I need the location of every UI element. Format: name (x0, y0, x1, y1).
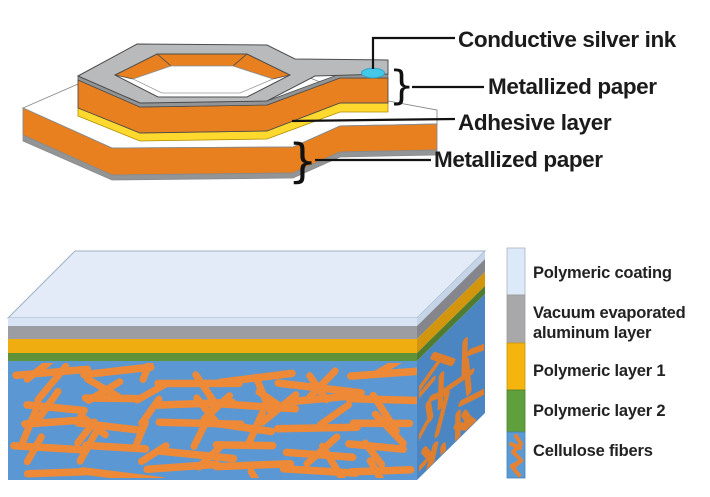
cellulose-fiber (440, 442, 447, 469)
cellulose-fiber (78, 467, 165, 478)
resonator-layers-diagram: } } Conductive silver ink Metallized pap… (21, 27, 677, 188)
label-metallized-paper-top: Metallized paper (488, 74, 657, 99)
ring-hole-floor-outline (131, 65, 275, 94)
cellulose-fiber (288, 392, 351, 406)
legend-label-polymeric-1: Polymeric layer 1 (533, 362, 665, 380)
cellulose-fiber (244, 409, 266, 449)
cellulose-fiber (419, 357, 442, 402)
cellulose-fiber (85, 378, 124, 404)
legend-label-vacuum-evaporated-line2: aluminum layer (533, 324, 652, 342)
cellulose-fiber (273, 423, 361, 433)
side-layer-polymeric-1 (417, 272, 485, 353)
front-layer-polymeric-2 (8, 353, 417, 361)
cellulose-fiber (279, 465, 360, 477)
cellulose-fiber (23, 467, 90, 478)
cellulose-fiber (33, 387, 62, 425)
legend-swatch-aluminum (506, 294, 526, 344)
cellulose-fiber (138, 442, 170, 465)
cellulose-fiber (371, 410, 407, 447)
cellulose-fiber (421, 446, 434, 463)
cellulose-fiber (131, 418, 149, 451)
side-layer-polymeric-2 (417, 286, 485, 361)
cellulose-fiber (303, 433, 341, 468)
cellulose-fiber (347, 367, 417, 380)
legend-label-vacuum-evaporated-line1: Vacuum evaporated (533, 304, 686, 322)
cellulose-fiber (190, 406, 216, 450)
cellulose-fiber (366, 457, 385, 478)
ring-inner-wall-back (155, 53, 249, 67)
cellulose-fiber (319, 442, 346, 478)
cellulose-fiber (23, 363, 54, 383)
side-layer-polymeric-coating (417, 251, 485, 326)
front-layer-polymeric-coating (8, 318, 417, 326)
legend-bar (506, 247, 526, 479)
cellulose-fiber (10, 441, 91, 454)
cellulose-fiber (372, 363, 402, 378)
legend-swatch-polymeric-2 (506, 389, 526, 433)
leader-adhesive (291, 117, 456, 123)
cellulose-fiber (419, 458, 428, 478)
cellulose-fiber (21, 416, 88, 428)
cellulose-fiber (211, 419, 275, 436)
cellulose-fiber (212, 459, 295, 471)
cellulose-fiber (458, 387, 484, 408)
paper-structure-diagram: Polymeric coating Vacuum evaporated alum… (6, 247, 686, 480)
label-metallized-paper-bottom: Metallized paper (434, 147, 603, 172)
legend-label-cellulose-fibers: Cellulose fibers (533, 442, 653, 460)
legend-swatch-polymeric-1 (506, 342, 526, 391)
cellulose-fiber (434, 390, 450, 439)
cellulose-fiber (437, 371, 445, 411)
cellulose-fiber (192, 371, 217, 404)
leader-silver-ink (371, 36, 455, 69)
fibers-front (10, 363, 417, 478)
front-layer-aluminum (8, 326, 417, 339)
cellulose-fiber (439, 368, 475, 397)
legend-swatch-polymeric-coating (506, 247, 526, 296)
bottom-plate-aluminum-strip (22, 134, 438, 181)
cellulose-fiber (34, 363, 70, 404)
cellulose-fiber (80, 363, 155, 379)
legend-label-polymeric-coating: Polymeric coating (533, 264, 672, 282)
cellulose-fiber (461, 337, 468, 377)
cellulose-fiber (76, 429, 99, 465)
silver-ink-dot (361, 67, 385, 79)
block-top-face-polymeric-coating (6, 250, 487, 319)
front-layer-polymeric-1 (8, 339, 417, 353)
cellulose-fiber-icon (509, 434, 523, 477)
legend-label-polymeric-2: Polymeric layer 2 (533, 402, 665, 420)
brace-metallized-top: } (389, 63, 414, 109)
cellulose-fiber (345, 440, 408, 453)
cellulose-fiber (419, 417, 431, 451)
cellulose-fiber (134, 380, 170, 404)
cellulose-fiber (361, 439, 386, 468)
cellulose-fiber (193, 394, 221, 427)
ring-aluminum-top-face (76, 43, 389, 104)
cellulose-fiber (305, 367, 339, 402)
cellulose-fiber (428, 389, 448, 402)
cellulose-fiber (369, 391, 400, 435)
cellulose-fiber (74, 418, 98, 447)
label-conductive-silver-ink: Conductive silver ink (458, 27, 677, 52)
cellulose-fiber (23, 433, 45, 466)
cellulose-fiber (425, 399, 434, 423)
brace-metallized-bottom: } (288, 134, 317, 188)
cellulose-fiber (195, 443, 225, 471)
cellulose-fiber (419, 375, 436, 418)
cellulose-fiber (466, 337, 484, 357)
cellulose-fiber (154, 447, 238, 463)
cellulose-fiber (317, 401, 353, 429)
label-adhesive-layer: Adhesive layer (458, 110, 612, 135)
side-layer-aluminum (417, 259, 485, 339)
cellulose-fiber (259, 391, 300, 426)
cellulose-fiber (84, 375, 122, 400)
cellulose-fiber (430, 351, 456, 367)
cellulose-fiber (19, 404, 41, 446)
cellulose-fiber (247, 468, 260, 478)
cellulose-fiber (347, 466, 415, 476)
cellulose-fiber (345, 394, 417, 405)
cellulose-fiber (143, 460, 221, 474)
cellulose-fiber (139, 363, 154, 383)
